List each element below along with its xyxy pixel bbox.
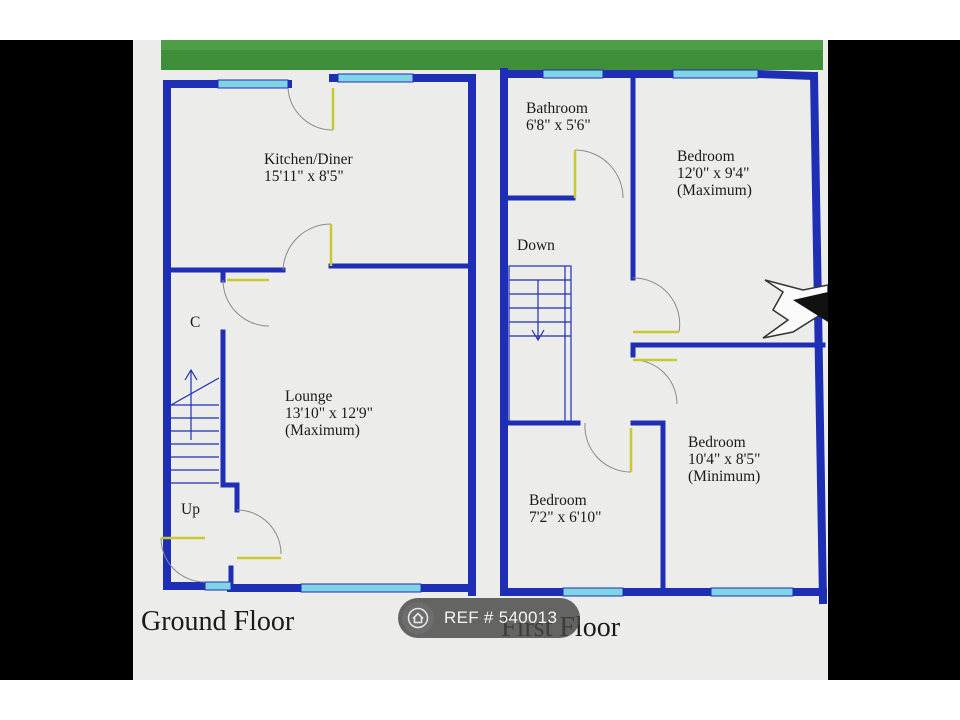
ground-floor-staircase [170, 368, 220, 484]
bedroom-3-name: Bedroom [529, 492, 587, 509]
bathroom-name: Bathroom [526, 100, 588, 117]
bedroom-1-size: 12'0" x 9'4" [677, 165, 750, 182]
bedroom-2-note: (Minimum) [688, 468, 761, 485]
first-floor-walls [500, 68, 828, 605]
first-floor-staircase [508, 265, 572, 423]
first-floor-doors [573, 150, 679, 472]
lounge-label: Lounge 13'10" x 12'9" (Maximum) [285, 388, 373, 439]
reference-text: REF # 540013 [444, 608, 558, 627]
bedroom-2-label: Bedroom 10'4" x 8'5" (Minimum) [688, 434, 761, 485]
ground-floor-title: Ground Floor [141, 606, 295, 637]
floor-plan-sheet: Kitchen/Diner 15'11" x 8'5" C Lounge 13'… [133, 40, 828, 680]
ground-floor-windows [204, 73, 422, 593]
ground-floor-doors [161, 88, 335, 560]
bedroom-2-size: 10'4" x 8'5" [688, 451, 761, 468]
bedroom-3-label: Bedroom 7'2" x 6'10" [529, 492, 602, 526]
reference-badge: REF # 540013 [398, 598, 580, 638]
bedroom-1-name: Bedroom [677, 148, 735, 165]
kitchen-size: 15'11" x 8'5" [264, 168, 344, 185]
lounge-name: Lounge [285, 388, 333, 405]
kitchen-label: Kitchen/Diner 15'11" x 8'5" [264, 151, 353, 185]
home-icon [402, 602, 434, 634]
floor-plan-drawing [160, 40, 828, 605]
first-stairs-label: Down [517, 237, 555, 254]
grass-highlight [161, 40, 823, 50]
ground-floor-walls [163, 74, 476, 596]
kitchen-name: Kitchen/Diner [264, 151, 353, 168]
torn-paper [762, 279, 828, 339]
lounge-size: 13'10" x 12'9" [285, 405, 373, 422]
cupboard-label: C [190, 314, 201, 331]
ground-floor-door-swings [160, 87, 334, 583]
ground-stairs-label: Up [181, 501, 200, 518]
bedroom-1-label: Bedroom 12'0" x 9'4" (Maximum) [677, 148, 752, 199]
bathroom-size: 6'8" x 5'6" [526, 117, 591, 134]
first-floor-windows [542, 69, 794, 597]
lounge-note: (Maximum) [285, 422, 360, 439]
bathroom-label: Bathroom 6'8" x 5'6" [526, 100, 591, 134]
bedroom-2-name: Bedroom [688, 434, 746, 451]
bedroom-1-note: (Maximum) [677, 182, 752, 199]
bedroom-3-size: 7'2" x 6'10" [529, 509, 602, 526]
